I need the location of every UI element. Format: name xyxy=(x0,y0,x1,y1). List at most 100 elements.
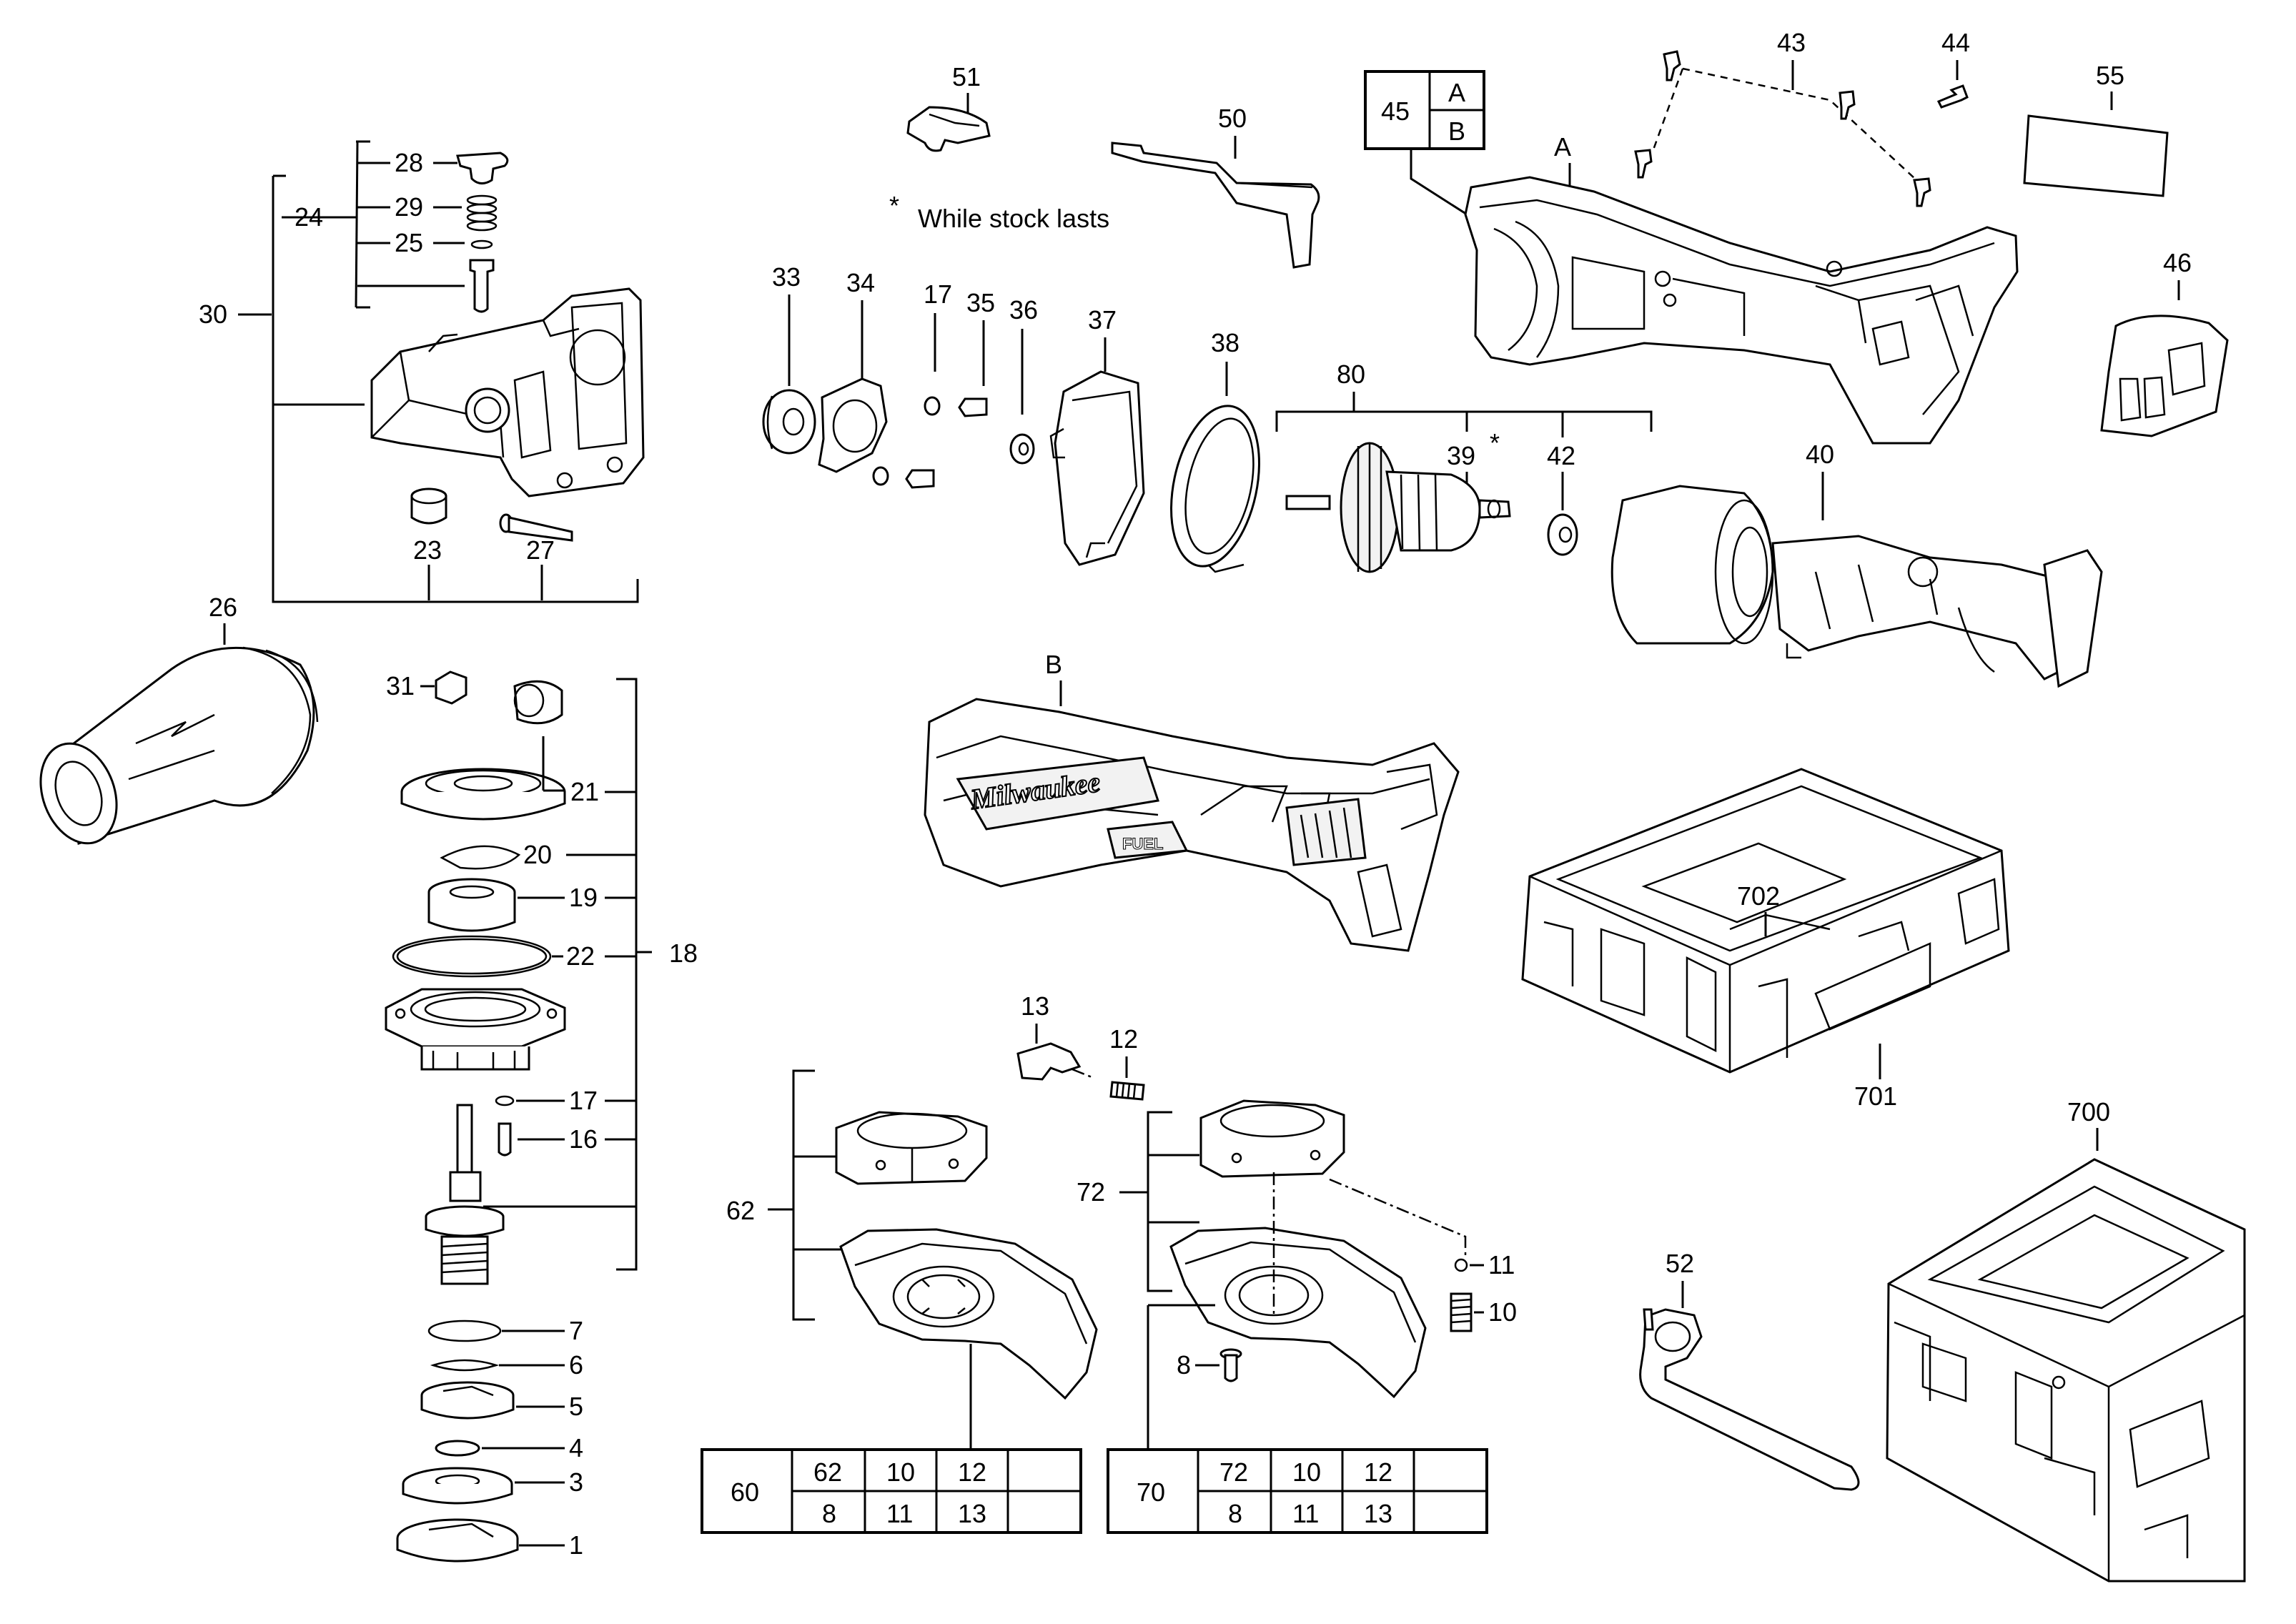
label-A: A xyxy=(1554,132,1571,162)
screw-8 xyxy=(1219,1348,1242,1382)
label-702: 702 xyxy=(1737,881,1780,911)
washer xyxy=(427,1320,502,1342)
box-45-a: A xyxy=(1448,78,1465,107)
bearing-flange xyxy=(400,768,566,821)
label-23: 23 xyxy=(413,535,442,565)
screw-43-1 xyxy=(1663,50,1681,81)
table-60-r1c1: 62 xyxy=(813,1457,842,1487)
label-3: 3 xyxy=(569,1467,583,1497)
guard-collar-72 xyxy=(1199,1099,1345,1178)
label-33: 33 xyxy=(772,262,801,292)
table-70-r1c3: 12 xyxy=(1364,1457,1392,1487)
switch-button xyxy=(906,106,991,152)
label-28: 28 xyxy=(395,148,423,177)
housing-half-b: B Milwaukee FUEL xyxy=(924,650,1460,952)
battery-latch-cover xyxy=(2100,315,2229,437)
label-1: 1 xyxy=(569,1530,583,1560)
label-37: 37 xyxy=(1088,305,1117,335)
label-700: 700 xyxy=(2067,1097,2110,1127)
group-72-guard: 72 13 12 11 xyxy=(1016,991,1517,1448)
screw-44 xyxy=(1936,84,1969,109)
label-19: 19 xyxy=(569,883,598,912)
label-12: 12 xyxy=(1109,1024,1138,1054)
table-60-r1c3: 12 xyxy=(958,1457,986,1487)
group-30-gear-case: 30 24 28 29 25 xyxy=(199,140,645,603)
stator-assembly: 40 xyxy=(1610,440,2103,688)
table-60-r2c1: 8 xyxy=(822,1499,836,1528)
spindle xyxy=(425,1104,505,1285)
note-asterisk: * xyxy=(889,191,899,220)
switch-rod xyxy=(1111,142,1320,269)
screw-35-bottom xyxy=(905,469,935,489)
bushing xyxy=(410,487,447,525)
label-40: 40 xyxy=(1806,440,1834,469)
table-60-r2c3: 13 xyxy=(958,1499,986,1528)
group-18-spindle: 18 31 21 20 19 xyxy=(385,670,698,1563)
label-11: 11 xyxy=(1488,1250,1515,1279)
bearing xyxy=(427,878,516,932)
label-44: 44 xyxy=(1941,28,1970,57)
label-26: 26 xyxy=(209,593,237,622)
sleeve xyxy=(513,680,563,725)
label-8: 8 xyxy=(1177,1350,1191,1380)
outer-flange xyxy=(396,1518,519,1563)
table-70-r1c1: 72 xyxy=(1219,1457,1248,1487)
washer-17-bottom xyxy=(872,466,889,486)
label-50: 50 xyxy=(1218,104,1247,133)
label-39: 39 xyxy=(1447,441,1475,470)
kit-table-70: 70 72 10 12 8 11 13 xyxy=(1107,1448,1488,1534)
label-17a: 17 xyxy=(924,279,952,309)
washer-36 xyxy=(1009,433,1035,465)
bearing-33 xyxy=(762,389,816,455)
bearing-housing xyxy=(385,988,566,1071)
screw-43-3 xyxy=(1634,149,1653,179)
wheel-guard-62 xyxy=(839,1228,1098,1400)
table-70-r2c1: 8 xyxy=(1228,1499,1242,1528)
lock-pin xyxy=(469,259,495,313)
wave-washer xyxy=(430,1359,500,1372)
small-washer xyxy=(495,1095,515,1106)
screw xyxy=(499,513,573,542)
note-while-stock-lasts: While stock lasts xyxy=(918,204,1109,233)
pin xyxy=(498,1122,512,1157)
clamp-nut xyxy=(420,1381,515,1420)
label-36: 36 xyxy=(1009,295,1038,325)
label-46: 46 xyxy=(2163,248,2192,277)
gear-case xyxy=(370,287,645,497)
table-70-r2c2: 11 xyxy=(1292,1499,1319,1528)
washer-17-top xyxy=(924,396,941,416)
label-43: 43 xyxy=(1777,28,1806,57)
kit-table-60: 60 62 10 12 8 11 13 xyxy=(701,1448,1082,1534)
label-25: 25 xyxy=(395,228,423,257)
label-20: 20 xyxy=(523,840,552,869)
label-30: 30 xyxy=(199,299,227,329)
table-60-head: 60 xyxy=(731,1477,759,1507)
snap-ring xyxy=(440,845,521,870)
spring-12 xyxy=(1109,1081,1145,1101)
screw-43-4 xyxy=(1913,177,1931,207)
o-ring xyxy=(470,239,493,249)
table-70-r1c2: 10 xyxy=(1292,1457,1321,1487)
wheel-guard-72 xyxy=(1169,1227,1427,1399)
bearing-42 xyxy=(1547,513,1578,556)
label-29: 29 xyxy=(395,192,423,222)
fan-baffle xyxy=(1170,405,1260,573)
nut xyxy=(435,670,467,705)
o-ring-large xyxy=(392,935,552,978)
bearing-plate xyxy=(818,377,888,473)
label-34: 34 xyxy=(846,268,875,297)
carry-case-701: 702 701 xyxy=(1521,768,2010,1111)
label-4: 4 xyxy=(569,1433,583,1462)
table-60-r2c2: 11 xyxy=(886,1499,913,1528)
label-42: 42 xyxy=(1547,441,1575,470)
label-80: 80 xyxy=(1337,360,1365,389)
housing-half-a: 45 A B A 43 44 55 46 xyxy=(1364,28,2229,445)
box-45-number: 45 xyxy=(1381,96,1410,126)
label-39-asterisk: * xyxy=(1490,428,1500,457)
table-70-head: 70 xyxy=(1137,1477,1165,1507)
label-35: 35 xyxy=(966,288,995,317)
middle-row-parts: 33 34 17 35 36 37 38 xyxy=(762,262,1260,573)
table-70-r2c3: 13 xyxy=(1364,1499,1392,1528)
label-13: 13 xyxy=(1021,991,1049,1021)
